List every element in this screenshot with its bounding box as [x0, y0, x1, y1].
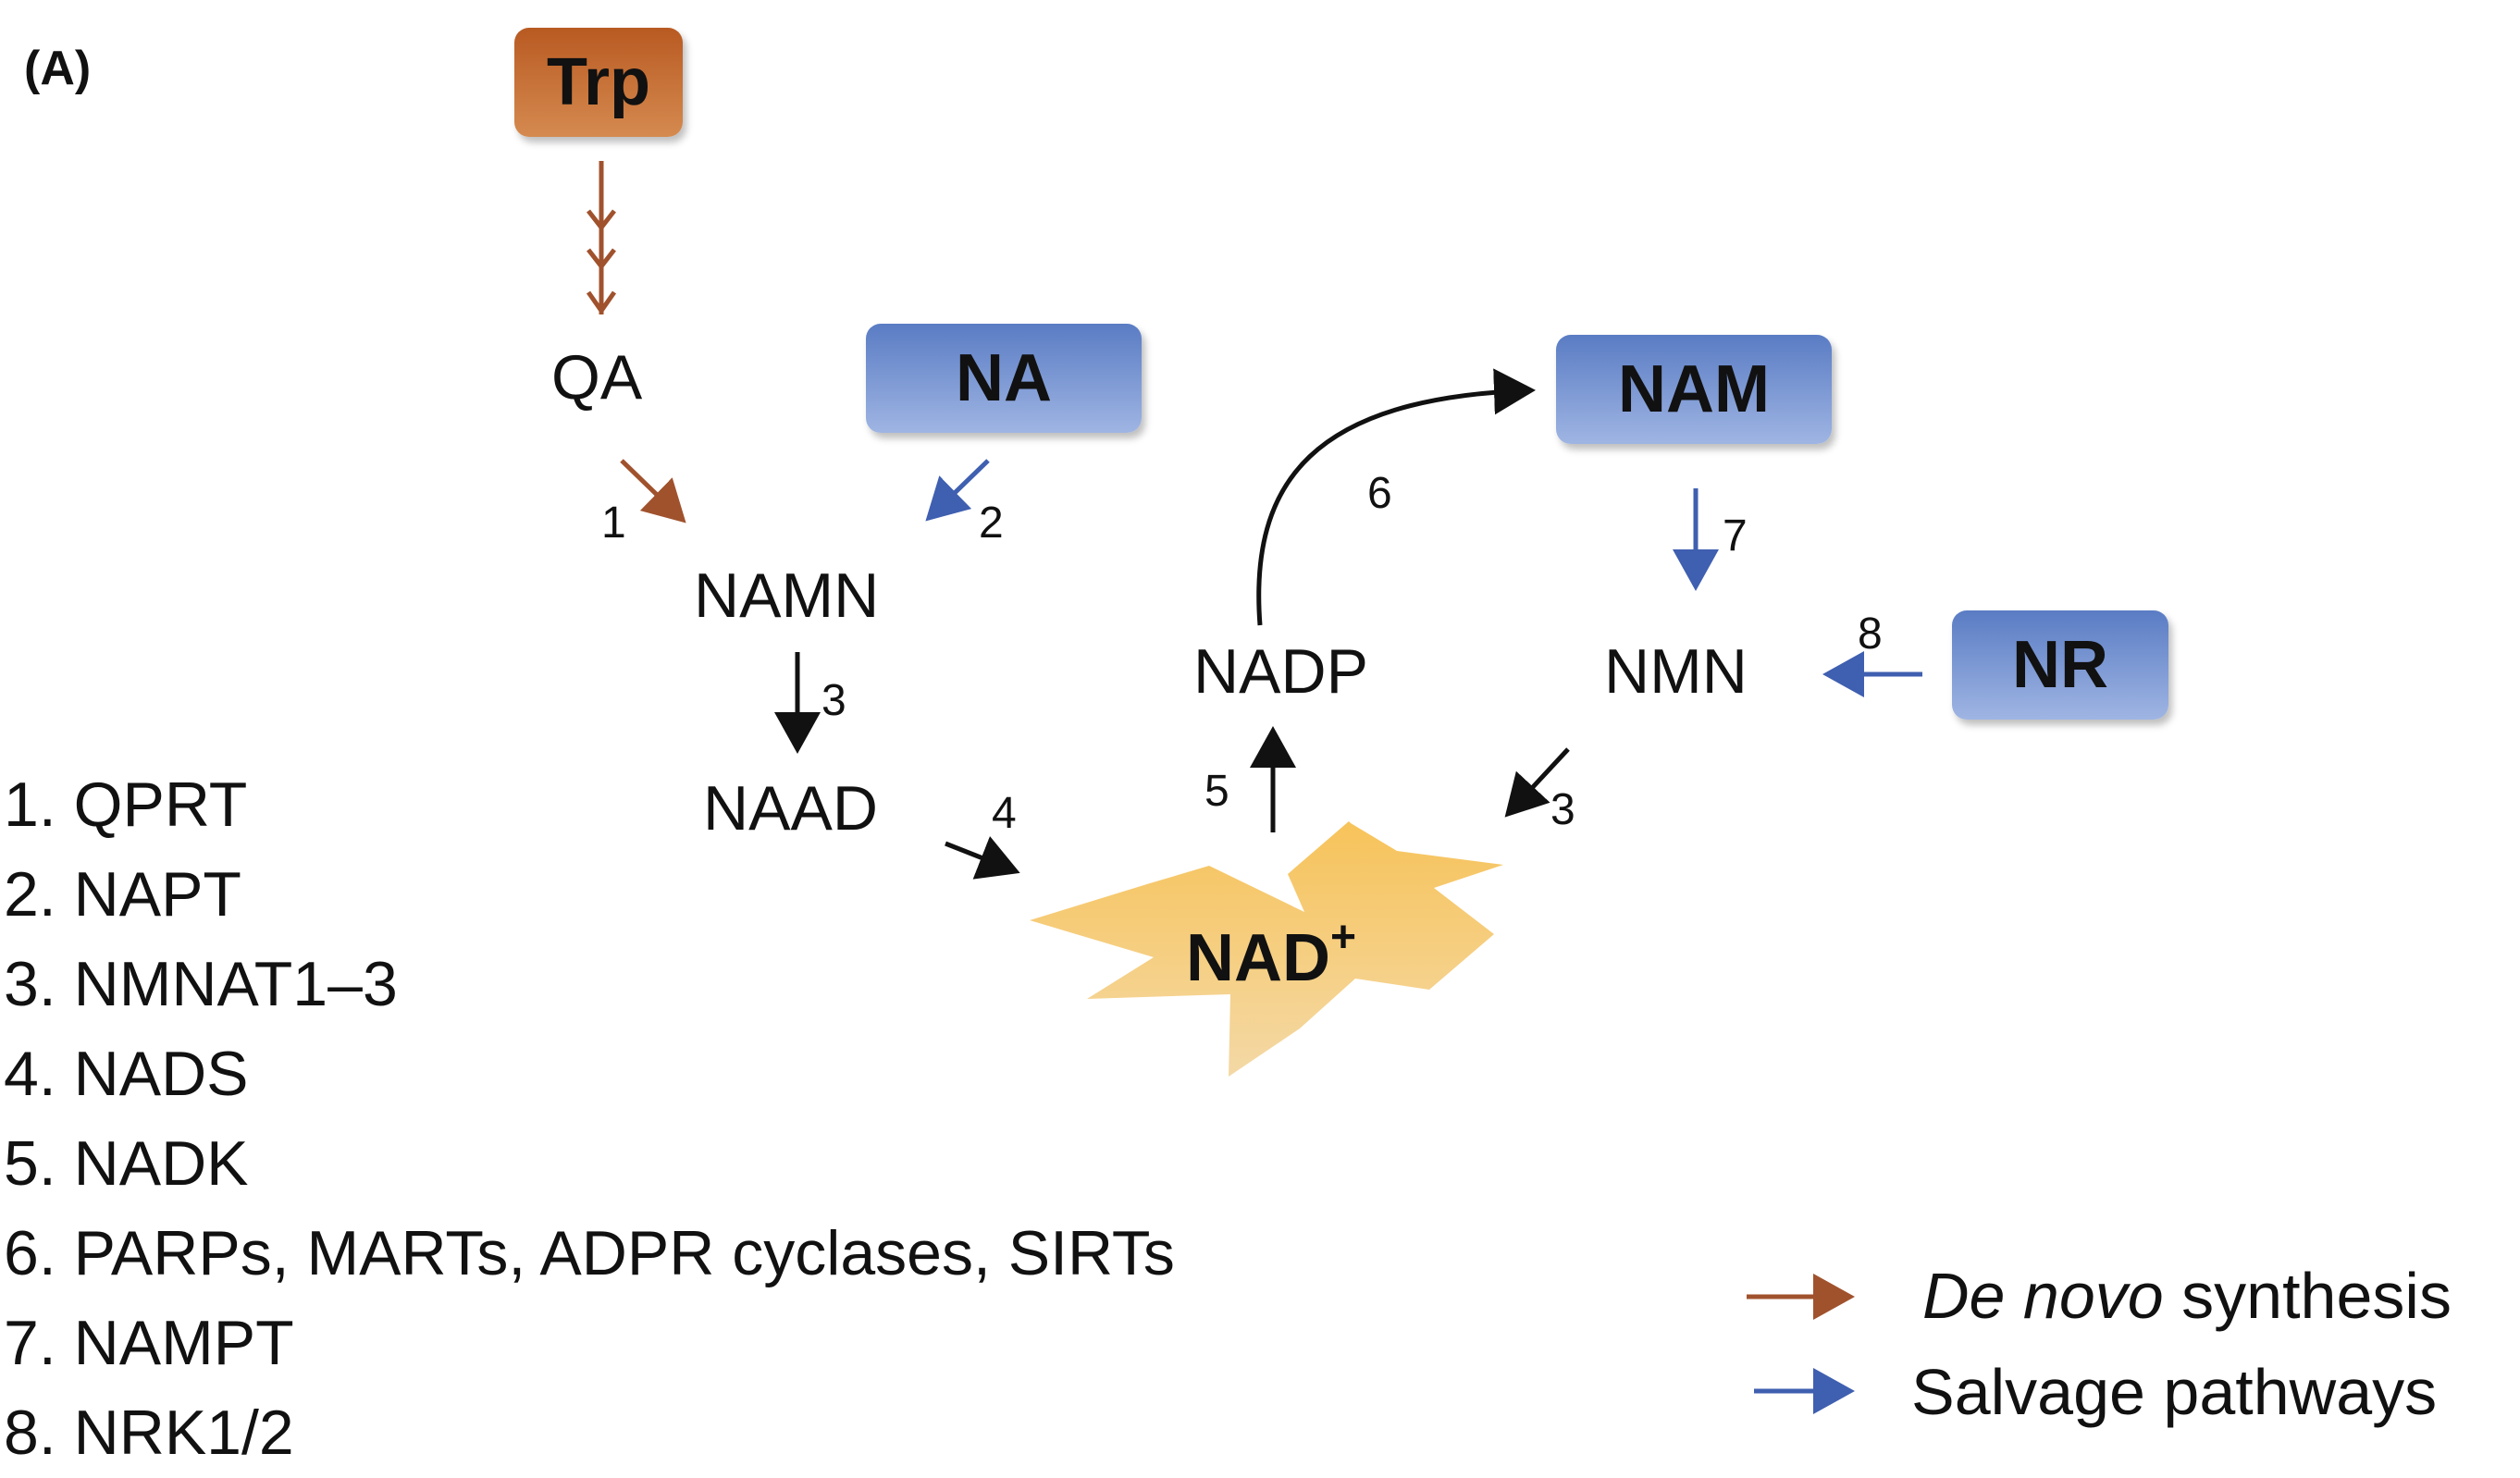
step-6-number: 6 [1367, 469, 1392, 518]
enzyme-key-item: 7. NAMPT [4, 1308, 294, 1378]
enzyme-key-item: 6. PARPs, MARTs, ADPR cyclases, SIRTs [4, 1218, 1175, 1288]
na-box: NA [866, 324, 1142, 433]
namn-label: NAMN [694, 560, 880, 631]
nam-box: NAM [1556, 335, 1832, 444]
nad-plus-label: NAD+ [1186, 916, 1356, 992]
trp-box: Trp [514, 28, 683, 137]
step-1-number: 1 [601, 499, 626, 548]
step-4-number: 4 [992, 789, 1017, 838]
enzyme-key-item: 1. QPRT [4, 770, 248, 840]
step-3b-number: 3 [1550, 785, 1575, 834]
nadp-label: NADP [1193, 636, 1368, 707]
nad-star-shape [1030, 821, 1503, 1077]
naad-label: NAAD [703, 773, 878, 844]
panel-label: (A) [24, 42, 92, 95]
nad-superscript: + [1330, 913, 1357, 962]
step-3a-number: 3 [821, 676, 846, 725]
legend-salvage-label: Salvage pathways [1911, 1356, 2438, 1428]
trp-to-qa-arrow [586, 161, 617, 315]
enzyme-key-list: 1. QPRT 2. NAPT 3. NMNAT1–3 4. NADS 5. N… [4, 760, 1175, 1478]
nad-base: NAD [1186, 921, 1330, 995]
qa-label: QA [551, 342, 643, 413]
step-5-number: 5 [1204, 767, 1229, 816]
nmn-label: NMN [1604, 636, 1748, 707]
step-7-number: 7 [1723, 511, 1748, 560]
legend-denovo-rest: synthesis [2163, 1260, 2452, 1332]
enzyme-key-item: 3. NMNAT1–3 [4, 949, 398, 1019]
step-2-number: 2 [979, 499, 1004, 548]
nr-box: NR [1952, 610, 2168, 720]
na-to-namn-arrow [925, 459, 990, 522]
legend-denovo-label: De novo synthesis [1922, 1263, 2452, 1328]
nmn-to-nad-arrow [1504, 747, 1570, 818]
enzyme-key-item: 2. NAPT [4, 859, 241, 930]
nadp-to-nam-arrow [1256, 368, 1536, 626]
enzyme-key-item: 5. NADK [4, 1128, 249, 1199]
qa-to-namn-arrow [620, 459, 686, 523]
enzyme-key-item: 8. NRK1/2 [4, 1398, 294, 1468]
step-8-number: 8 [1858, 610, 1883, 659]
legend-denovo-italic: De novo [1922, 1260, 2164, 1332]
naad-to-nad-arrow [945, 836, 1020, 880]
enzyme-key-item: 4. NADS [4, 1039, 249, 1109]
